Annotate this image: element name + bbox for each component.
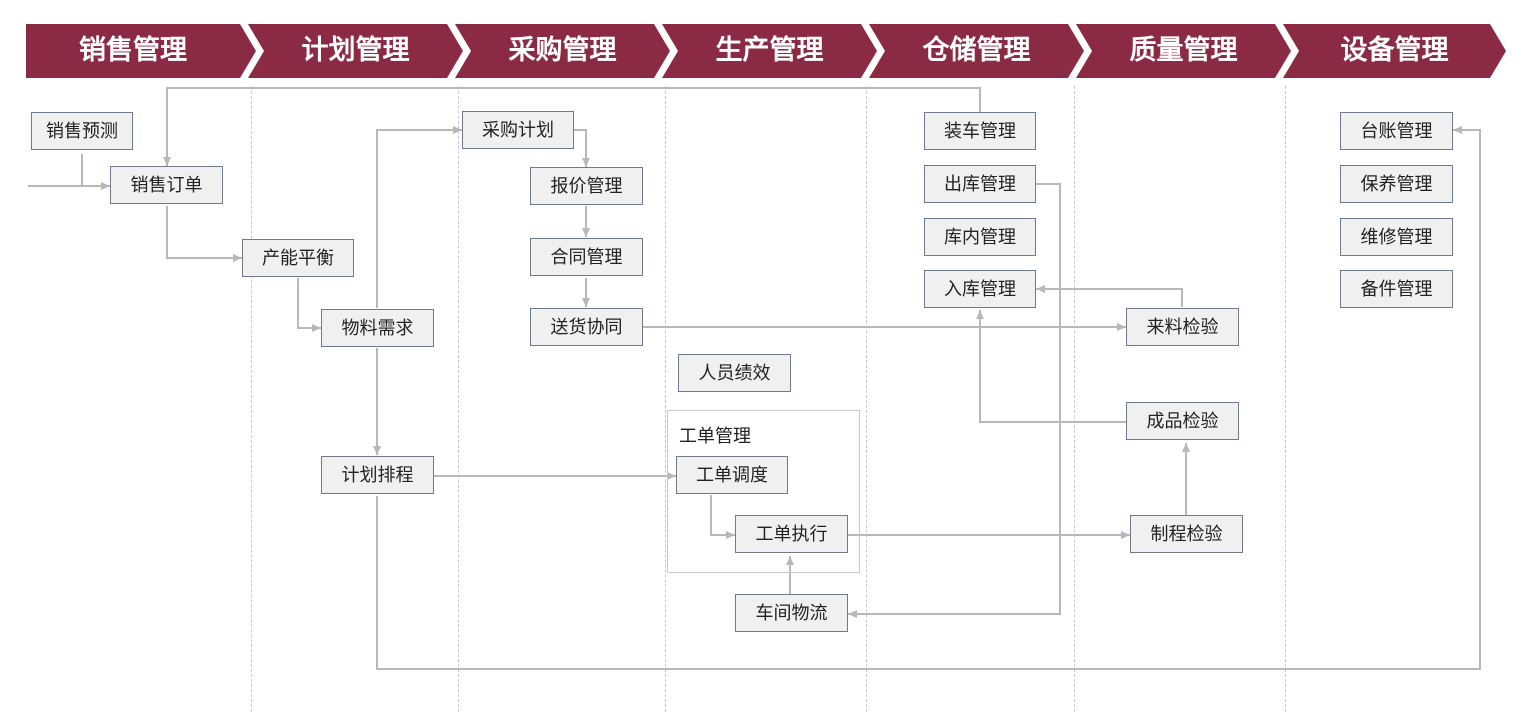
stage-equipment-label: 设备管理 xyxy=(1340,35,1449,66)
stage-sales: 销售管理 xyxy=(26,24,256,78)
node-contract-mgmt[interactable]: 合同管理 xyxy=(530,238,643,276)
node-delivery-collab[interactable]: 送货协同 xyxy=(530,308,643,346)
stage-quality-label: 质量管理 xyxy=(1129,35,1238,66)
lane-divider xyxy=(1285,86,1286,712)
stage-planning-shape xyxy=(248,24,463,78)
stage-header: 销售管理 计划管理 采购管理 生产管理 仓储管理 质量管理 设备管理 xyxy=(26,24,1506,78)
node-repair-mgmt[interactable]: 维修管理 xyxy=(1340,218,1453,256)
node-loading-mgmt[interactable]: 装车管理 xyxy=(924,112,1036,150)
node-inbound-mgmt[interactable]: 入库管理 xyxy=(924,270,1036,308)
node-workshop-logistics[interactable]: 车间物流 xyxy=(735,594,848,632)
node-inventory-mgmt[interactable]: 库内管理 xyxy=(924,218,1036,256)
stage-production-label: 生产管理 xyxy=(715,35,824,66)
node-sales-order[interactable]: 销售订单 xyxy=(110,166,223,204)
node-capacity-balance[interactable]: 产能平衡 xyxy=(242,239,354,277)
stage-purchasing-shape xyxy=(455,24,670,78)
node-finished-inspection[interactable]: 成品检验 xyxy=(1126,402,1239,440)
stage-warehouse-shape xyxy=(869,24,1084,78)
stage-quality: 质量管理 xyxy=(1076,24,1291,78)
node-quote-mgmt[interactable]: 报价管理 xyxy=(530,167,643,205)
lane-divider xyxy=(1074,86,1075,712)
node-process-inspection[interactable]: 制程检验 xyxy=(1130,515,1243,553)
node-work-order-exec[interactable]: 工单执行 xyxy=(735,515,848,553)
stage-planning-label: 计划管理 xyxy=(301,35,410,66)
stage-production: 生产管理 xyxy=(662,24,877,78)
stage-production-shape xyxy=(662,24,877,78)
node-ledger-mgmt[interactable]: 台账管理 xyxy=(1340,112,1453,150)
stage-purchasing-label: 采购管理 xyxy=(508,35,617,66)
node-spare-parts-mgmt[interactable]: 备件管理 xyxy=(1340,270,1453,308)
lane-divider xyxy=(866,86,867,712)
node-material-demand[interactable]: 物料需求 xyxy=(321,309,434,347)
node-purchase-plan[interactable]: 采购计划 xyxy=(462,111,574,149)
node-maintenance-mgmt[interactable]: 保养管理 xyxy=(1340,165,1453,203)
stage-sales-label: 销售管理 xyxy=(79,35,187,66)
stage-warehouse: 仓储管理 xyxy=(869,24,1084,78)
stage-equipment-shape xyxy=(1283,24,1506,78)
stage-purchasing: 采购管理 xyxy=(455,24,670,78)
node-incoming-inspection[interactable]: 来料检验 xyxy=(1126,308,1239,346)
node-outbound-mgmt[interactable]: 出库管理 xyxy=(924,165,1036,203)
node-sales-forecast[interactable]: 销售预测 xyxy=(31,112,133,150)
work-order-group xyxy=(667,410,860,573)
stage-warehouse-label: 仓储管理 xyxy=(922,35,1031,66)
lane-divider xyxy=(251,86,252,712)
stage-sales-shape xyxy=(26,24,256,78)
stage-equipment: 设备管理 xyxy=(1283,24,1506,78)
node-plan-schedule[interactable]: 计划排程 xyxy=(321,456,434,494)
stage-quality-shape xyxy=(1076,24,1291,78)
node-staff-performance[interactable]: 人员绩效 xyxy=(678,354,791,392)
node-work-order-dispatch[interactable]: 工单调度 xyxy=(676,456,788,494)
work-order-group-label: 工单管理 xyxy=(679,426,751,447)
lane-divider xyxy=(665,86,666,712)
stage-planning: 计划管理 xyxy=(248,24,463,78)
lane-divider xyxy=(458,86,459,712)
